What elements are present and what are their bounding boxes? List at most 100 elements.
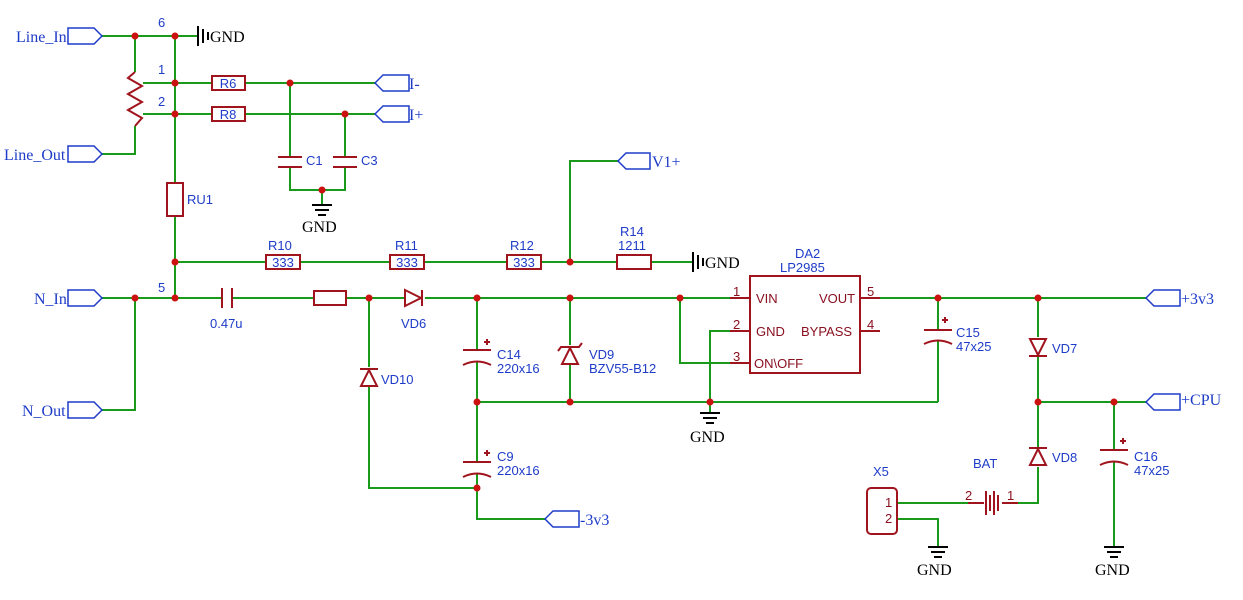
capacitor-c14: C14 220x16 [462,339,540,376]
diode-vd6: VD6 [401,288,426,331]
connector-x5: X5 1 2 [866,464,898,535]
pin-name: ON\OFF [754,356,803,371]
component-ref: R14 [620,224,644,239]
junction [1034,398,1042,406]
port-label: V1+ [652,154,681,171]
battery-bat: BAT 2 1 [965,456,1018,515]
port-label: I+ [409,107,423,124]
pin-number: 2 [885,511,892,526]
junction [1034,294,1042,302]
component-ref: DA2 [795,246,820,261]
port-line-out: Line_Out [4,145,104,164]
junction [171,258,179,266]
pin-name: GND [756,324,785,339]
component-ref: X5 [873,464,889,479]
pin-number: 2 [733,317,740,332]
ground-label: GND [690,429,725,446]
junction [706,398,714,406]
port-i-plus: I+ [373,105,423,124]
capacitor-c3: C3 [333,153,378,168]
ground-label: GND [302,219,337,236]
pin-name: BYPASS [801,324,852,339]
component-value: 333 [396,255,418,270]
pin-number: 6 [158,15,165,30]
component-ref: C15 [956,325,980,340]
component-value: 333 [272,255,294,270]
component-value: 47x25 [956,339,991,354]
junction [171,32,179,40]
component-ref: VD9 [589,347,614,362]
junction [318,186,326,194]
pin-name: VIN [756,291,778,306]
component-value: 220x16 [497,361,540,376]
port-label: +3v3 [1181,291,1214,308]
port-label: Line_In [16,29,67,46]
pin-number: 4 [867,317,874,332]
ground-symbol-x5: GND [917,546,952,579]
component-ref: VD10 [381,372,414,387]
port-plus-cpu: +CPU [1144,392,1222,411]
potentiometer-symbol [125,71,145,127]
pin-name: VOUT [819,291,855,306]
capacitor-series: 0.47u [210,288,243,331]
component-value: 0.47u [210,316,243,331]
port-n-in: N_In [34,289,104,308]
junction [934,294,942,302]
component-ref: R6 [220,76,237,91]
component-ref: C9 [497,449,514,464]
pin-number: 1 [158,62,165,77]
component-ref: R11 [395,238,418,253]
component-ref: BAT [973,456,997,471]
component-ref: C3 [361,153,378,168]
port-label: I- [409,76,420,93]
junction [676,294,684,302]
port-label: Line_Out [4,147,66,164]
component-value: 1211 [618,238,646,253]
component-ref: RU1 [187,192,213,207]
port-label: N_Out [22,403,66,420]
component-ref: R8 [220,107,237,122]
diode-vd10: VD10 [359,367,414,387]
resistor-r11: 333 R11 [389,238,425,270]
component-ref: R12 [510,238,534,253]
junction [131,32,139,40]
ground-label: GND [705,255,740,272]
regulator-da2: DA2 LP2985 1 VIN 2 GND 3 ON\OFF 5 VOUT 4… [730,246,880,374]
port-line-in: Line_In [16,27,104,46]
ground-symbol-c16: GND [1095,546,1130,579]
pin-number: 2 [158,94,165,109]
component-value: 333 [513,255,535,270]
ground-label: GND [210,29,245,46]
capacitor-c9: C9 220x16 [462,449,540,478]
ground-label: GND [917,562,952,579]
component-value: 47x25 [1134,463,1169,478]
varistor-ru1: RU1 [166,182,213,217]
junction [365,294,373,302]
junction [1110,398,1118,406]
component-value: 220x16 [497,463,540,478]
component-value: LP2985 [780,260,825,275]
capacitor-c15: C15 47x25 [923,317,991,354]
pin-number: 1 [733,284,740,299]
port-minus-3v3: -3v3 [543,510,609,529]
junction [566,294,574,302]
junction [473,294,481,302]
component-ref: C16 [1134,449,1158,464]
junction-dots [131,32,1118,492]
component-value: BZV55-B12 [589,361,656,376]
pin-number: 1 [885,495,892,510]
resistor-unlabeled [313,290,347,306]
component-ref: C14 [497,347,521,362]
ground-symbol-c1c3: GND [302,204,337,236]
port-label: +CPU [1181,392,1222,409]
diode-vd8: VD8 [1028,446,1077,466]
junction [473,398,481,406]
ground-symbol-top: GND [197,26,245,46]
ground-symbol-da2: GND [690,412,725,446]
junction [566,398,574,406]
junction [131,294,139,302]
port-label: N_In [34,291,67,308]
resistor-r8: R8 [211,106,246,122]
port-v1-plus: V1+ [616,152,681,171]
